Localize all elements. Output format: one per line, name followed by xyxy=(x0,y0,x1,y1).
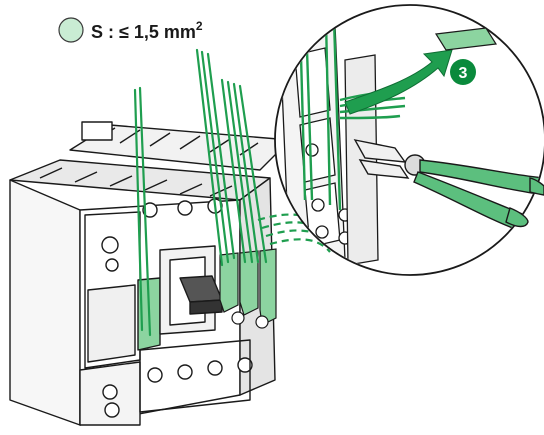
zoom-detail xyxy=(274,4,544,276)
step-number: 3 xyxy=(459,65,468,82)
wire-spec-circle-icon xyxy=(58,17,84,43)
step-badge: 3 xyxy=(450,59,476,85)
removed-lug xyxy=(434,27,498,51)
circuit-breaker-icon xyxy=(9,121,291,426)
zoom-wires xyxy=(298,19,342,211)
pliers-icon xyxy=(353,139,544,231)
wire-spec-text: S : ≤ 1,5 mm2 xyxy=(91,19,203,42)
wires-breaker xyxy=(133,48,268,337)
pliers-handle-ends xyxy=(505,177,544,228)
wire-spec-label: S : ≤ 1,5 mm2 xyxy=(58,17,203,43)
arrow-icon xyxy=(344,49,453,115)
cable-lug-icon xyxy=(219,248,277,329)
